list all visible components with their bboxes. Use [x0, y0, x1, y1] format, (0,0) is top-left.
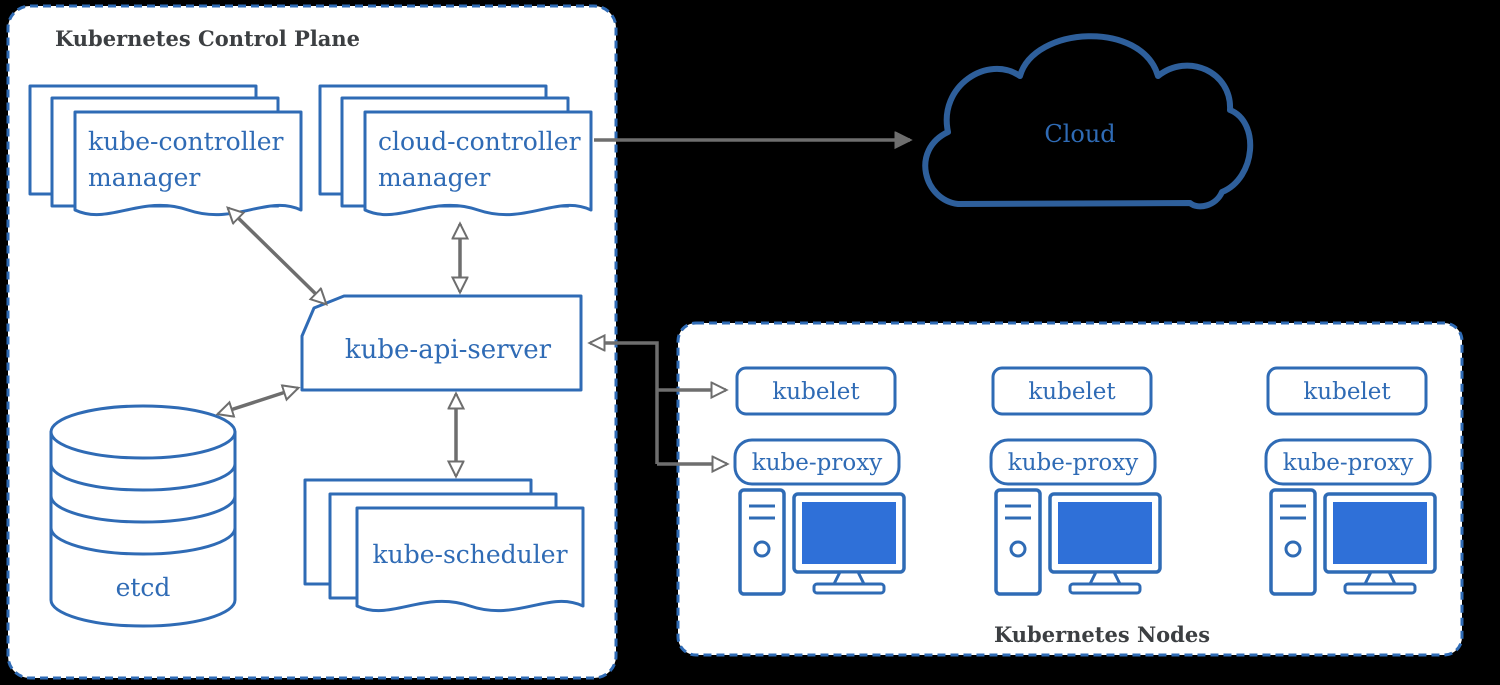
kube-controller-manager-shape: kube-controller manager: [28, 84, 303, 216]
scheduler-document-icon: [355, 506, 585, 612]
etcd-platter-line-1: [49, 463, 237, 492]
arrow-kcm-api: [228, 208, 326, 304]
cloud-shape: Cloud: [922, 33, 1254, 210]
kubernetes-nodes-title: Kubernetes Nodes: [994, 622, 1210, 647]
etcd-label: etcd: [116, 573, 171, 602]
kube-controller-manager-label-line2: manager: [88, 163, 200, 192]
ccm-document-icon: [363, 110, 593, 216]
node-2-kube-proxy-box: [989, 438, 1157, 486]
kube-scheduler-shape: kube-scheduler: [303, 478, 585, 612]
kube-api-server-polygon: [300, 294, 583, 392]
node-3-kubelet-box: [1266, 366, 1428, 416]
node-1-kube-proxy-label: kube-proxy: [752, 450, 882, 476]
etcd-platter-line-3: [49, 527, 237, 556]
node-1-kube-proxy-box: [733, 438, 901, 486]
cloud-controller-manager-label-line2: manager: [378, 163, 490, 192]
node-3-kube-proxy-label: kube-proxy: [1283, 450, 1413, 476]
node-1: kubelet kube-proxy: [733, 366, 906, 596]
node-3-kube-proxy-box: [1264, 438, 1432, 486]
kcm-document-icon: [73, 110, 303, 216]
node-2-kubelet-box: [991, 366, 1153, 416]
etcd-cylinder-top: [49, 404, 237, 460]
node-2-kube-proxy-label: kube-proxy: [1008, 450, 1138, 476]
cloud-outline-icon: [922, 33, 1254, 210]
cloud-controller-manager-shape: cloud-controller manager: [318, 84, 593, 216]
cloud-label: Cloud: [1044, 120, 1115, 148]
etcd-shape: etcd: [49, 404, 237, 628]
kube-api-server-shape: kube-api-server: [300, 294, 583, 392]
control-plane-title: Kubernetes Control Plane: [55, 26, 360, 51]
node-3-kubelet-label: kubelet: [1303, 379, 1391, 405]
kube-scheduler-label: kube-scheduler: [372, 540, 567, 569]
etcd-platter-line-2: [49, 495, 237, 524]
connector-nodes-to-api: [590, 343, 659, 464]
etcd-cylinder-body: [49, 430, 237, 628]
node-3: kubelet kube-proxy: [1264, 366, 1437, 596]
kube-controller-manager-label-line1: kube-controller: [88, 127, 283, 156]
node-2: kubelet kube-proxy: [989, 366, 1162, 596]
node-1-kubelet-box: [735, 366, 897, 416]
kube-api-server-label: kube-api-server: [345, 335, 552, 365]
arrow-etcd-api: [218, 388, 298, 414]
cloud-controller-manager-label-line1: cloud-controller: [378, 127, 581, 156]
node-1-kubelet-label: kubelet: [772, 379, 860, 405]
node-2-kubelet-label: kubelet: [1028, 379, 1116, 405]
